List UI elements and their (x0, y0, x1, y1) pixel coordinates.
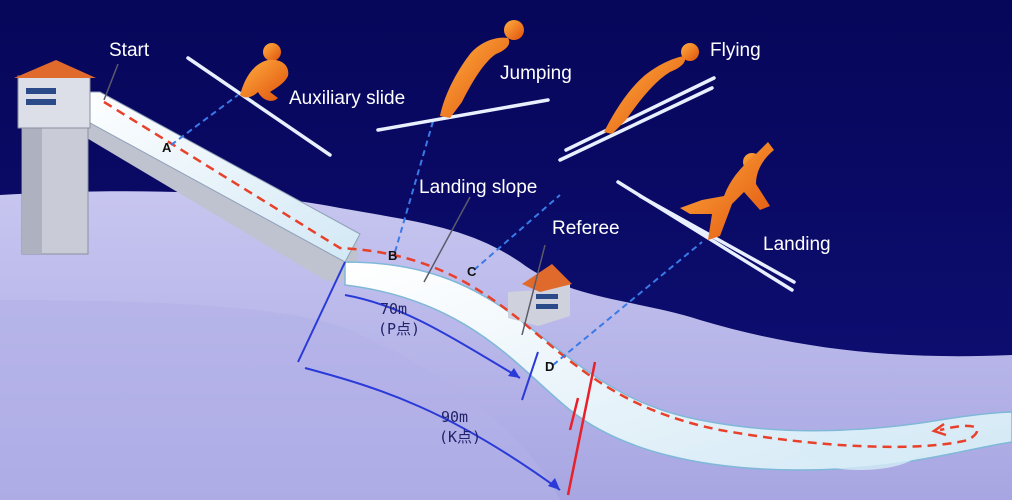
landing-slope-label: Landing slope (419, 177, 538, 198)
guide-lines (170, 94, 703, 366)
skier-icon (240, 20, 774, 240)
p-distance-value: 70m (380, 300, 408, 318)
distance-markers (297, 261, 597, 496)
point-a-label: A (162, 140, 172, 155)
jumping-label: Jumping (500, 63, 572, 84)
callout-lines (103, 63, 546, 336)
building-icon (14, 60, 96, 255)
auxiliary-slide-label: Auxiliary slide (289, 88, 406, 109)
house-icon (508, 264, 572, 326)
flying-label: Flying (710, 40, 761, 61)
outrun-patch (800, 430, 920, 470)
point-b-label: B (388, 248, 398, 263)
point-d-label: D (545, 359, 555, 374)
k-distance-value: 90m (441, 408, 469, 426)
landing-label: Landing (763, 234, 831, 255)
point-c-label: C (467, 264, 477, 279)
referee-label: Referee (552, 218, 620, 239)
start-label: Start (109, 40, 150, 61)
trajectory-arrowhead (931, 422, 947, 437)
k-point-label: (K点) (439, 428, 482, 446)
p-point-label: (P点) (378, 320, 421, 338)
snow-shadow (0, 300, 560, 500)
trajectory-path (103, 100, 979, 449)
skis (186, 56, 796, 292)
